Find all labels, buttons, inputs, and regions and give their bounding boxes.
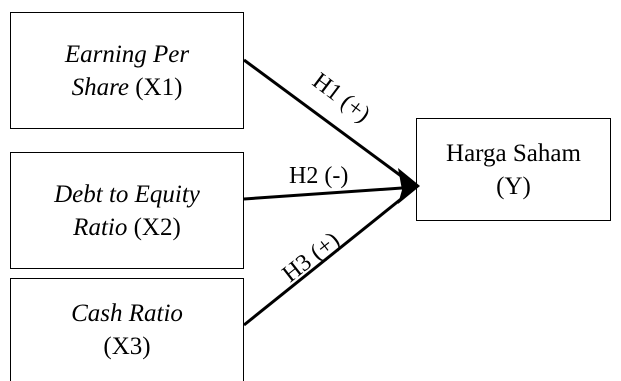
node-y-line1: Harga Saham	[446, 139, 581, 167]
node-debt-to-equity-ratio: Debt to Equity Ratio (X2)	[10, 152, 244, 269]
arrow-h2	[243, 185, 417, 201]
node-x1-line2-italic: Share	[71, 73, 129, 101]
node-x2-line2-plain: (X2)	[127, 213, 181, 241]
node-x1-line2: Share (X1)	[72, 71, 183, 104]
node-x2-line1: Debt to Equity	[54, 180, 200, 208]
node-x1-line1: Earning Per	[64, 40, 190, 68]
node-harga-saham: Harga Saham (Y)	[416, 118, 611, 221]
node-x3-line1: Cash Ratio	[71, 300, 183, 327]
label-h1: H1 (+)	[307, 68, 374, 128]
node-y-line2: (Y)	[496, 172, 531, 200]
node-earning-per-share: Earning Per Share (X1)	[10, 12, 244, 129]
node-x1-line2-plain: (X1)	[128, 73, 183, 101]
node-x2-line2-italic: Ratio	[73, 213, 128, 241]
node-cash-ratio: Cash Ratio (X3)	[10, 278, 244, 381]
arrow-h3	[243, 185, 417, 327]
label-h3: H3 (+)	[278, 227, 345, 287]
node-x2-line2: Ratio (X2)	[73, 211, 181, 244]
arrow-h1	[243, 58, 417, 189]
node-x3-line2: (X3)	[103, 333, 151, 360]
arrowhead-icon	[398, 168, 420, 204]
label-h2: H2 (-)	[289, 163, 348, 189]
